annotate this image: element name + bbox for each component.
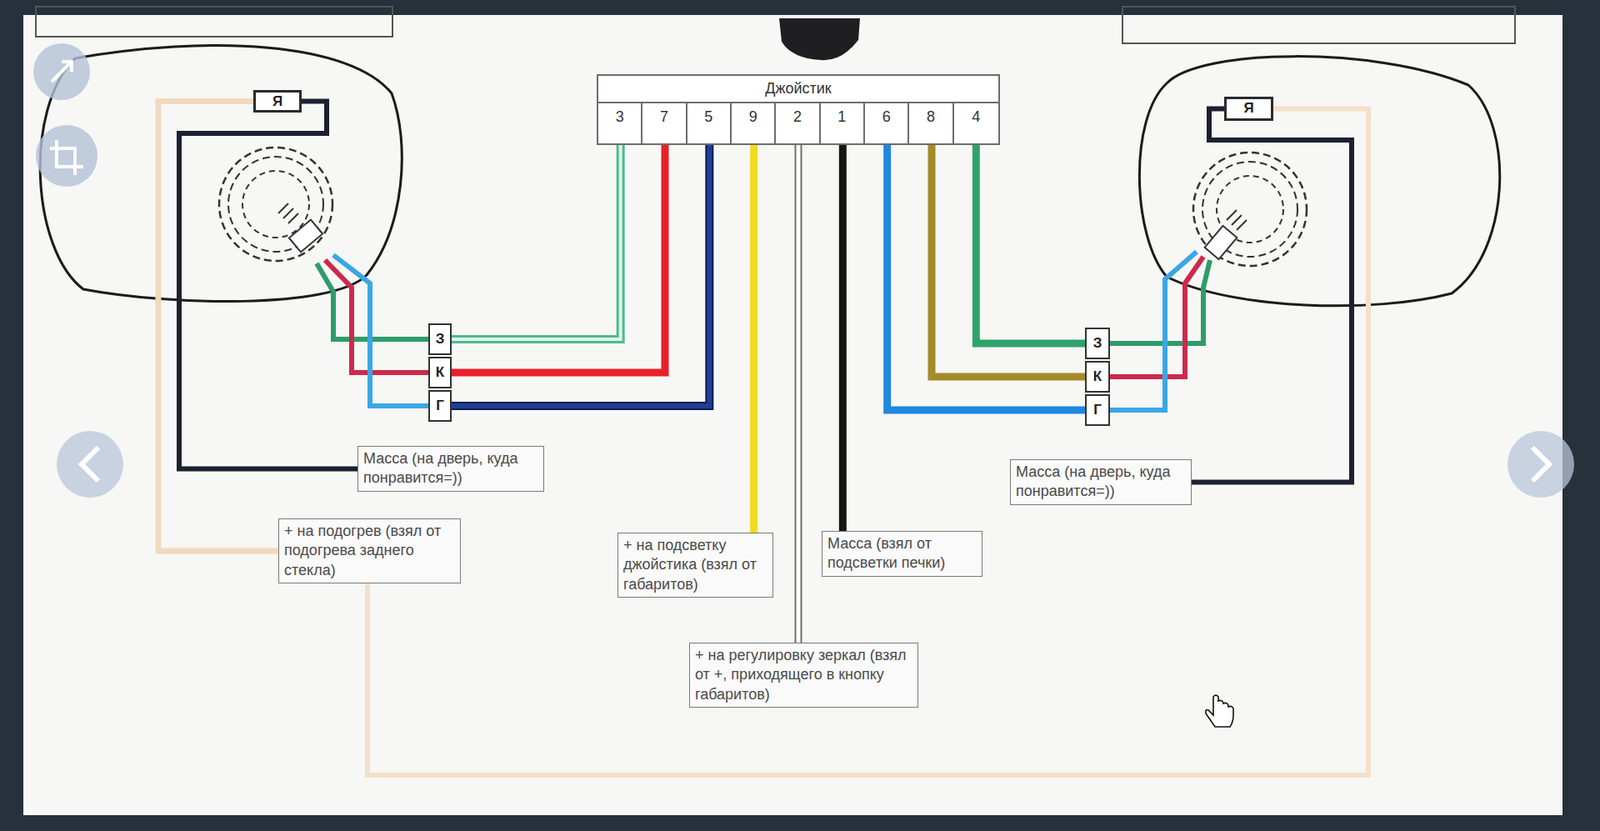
node-text: 3 [598,103,641,126]
motor-ring [1193,152,1307,266]
pin-cell: 7 [642,103,687,144]
node-text: 7 [642,103,685,126]
node-text: Масса (взял от подсветки печки) [827,534,977,574]
wire [451,143,710,406]
node-text: 1 [820,103,864,126]
note-box: Масса (на дверь, куда понравится=)) [1010,459,1192,505]
node-text: З [1086,329,1109,357]
node-text: + на регулировку зеркал (взял от +, прих… [695,645,913,705]
plug-pin: К [1085,360,1110,393]
node-text: Г [1086,395,1109,424]
nav-button [56,430,124,498]
motor-wire [333,255,429,406]
note-box: + на регулировку зеркал (взял от +, прих… [689,642,919,708]
nav-chevron [81,447,99,481]
motor-wire [1110,256,1204,377]
pin-cell: 5 [687,103,732,144]
node-text: Я [255,92,300,110]
motor-ring [228,156,324,252]
motor-ring [219,147,333,261]
wire [179,101,358,470]
pin-cell: 8 [909,103,954,144]
pin-cell: 6 [865,103,910,144]
node-text: 2 [775,103,819,126]
node-text: Я [1226,99,1271,117]
crop-glyph [50,140,84,175]
node-text: 9 [731,103,775,126]
joystick-photo [779,18,860,60]
node-text: Масса (на дверь, куда понравится=)) [1015,462,1186,502]
node-text: 6 [865,103,908,126]
screen-panel [23,15,1563,815]
plug-pin: З [1085,327,1110,360]
crop-icon [35,125,98,187]
connector-block: Джойстик375921684 [596,74,1000,145]
motor-pins [1226,210,1247,230]
heater-box: Я [1224,96,1274,121]
wire [795,143,800,643]
plug-pin: Г [1085,394,1110,426]
node-text: Г [430,391,450,420]
wire-outline [794,143,802,643]
wire [887,143,1085,410]
node-text: Масса (на дверь, куда понравится=)) [363,449,539,489]
motor-plug [289,220,323,253]
wire [158,101,279,552]
note-box: + на подогрев (взял от подогрева заднего… [278,518,461,584]
wire [839,143,847,531]
note-box: + на подсветку джойстика (взял от габари… [617,532,774,598]
motor-plug [1205,225,1238,260]
nav-chevron [1532,447,1550,481]
node-text: 5 [687,103,730,126]
wire [1191,109,1352,483]
node-text: З [430,325,450,353]
plug-pin: З [428,323,452,355]
hand-cursor [1205,695,1234,727]
motor-ring [242,170,310,238]
node-text: 8 [909,103,952,126]
wire [451,143,665,373]
plug-pin: К [428,356,452,389]
node-text: 4 [954,103,999,126]
wire [367,109,1369,776]
node-text: + на подогрев (взял от подогрева заднего… [284,521,455,580]
motor-wire [1110,251,1197,410]
wire [975,143,1085,344]
motor-pins [278,203,299,224]
node-text: К [1086,362,1109,390]
pin-cell: 2 [775,103,820,144]
note-box: Масса (на дверь, куда понравится=)) [357,445,545,492]
wire-outline [451,143,621,340]
plug-pin: Г [428,390,452,422]
wire-outline [451,143,710,406]
node-text: Джойстик [598,75,999,104]
share-glyph [51,61,72,82]
cut-box [35,6,393,37]
pin-cell: 4 [954,103,999,144]
pin-cell: 1 [820,103,865,144]
node-text: + на подсветку джойстика (взял от габари… [623,535,768,595]
wire [931,143,1085,377]
pin-cell: 9 [731,103,776,144]
node-text: К [430,358,450,386]
wire [750,143,758,533]
wire [451,143,621,340]
pin-cell: 3 [598,103,643,144]
nav-button [1507,430,1575,498]
note-box: Масса (взял от подсветки печки) [821,530,983,577]
share-icon [33,43,90,100]
motor-wire [325,260,429,373]
cut-box [1122,6,1515,44]
heater-box: Я [253,90,302,113]
